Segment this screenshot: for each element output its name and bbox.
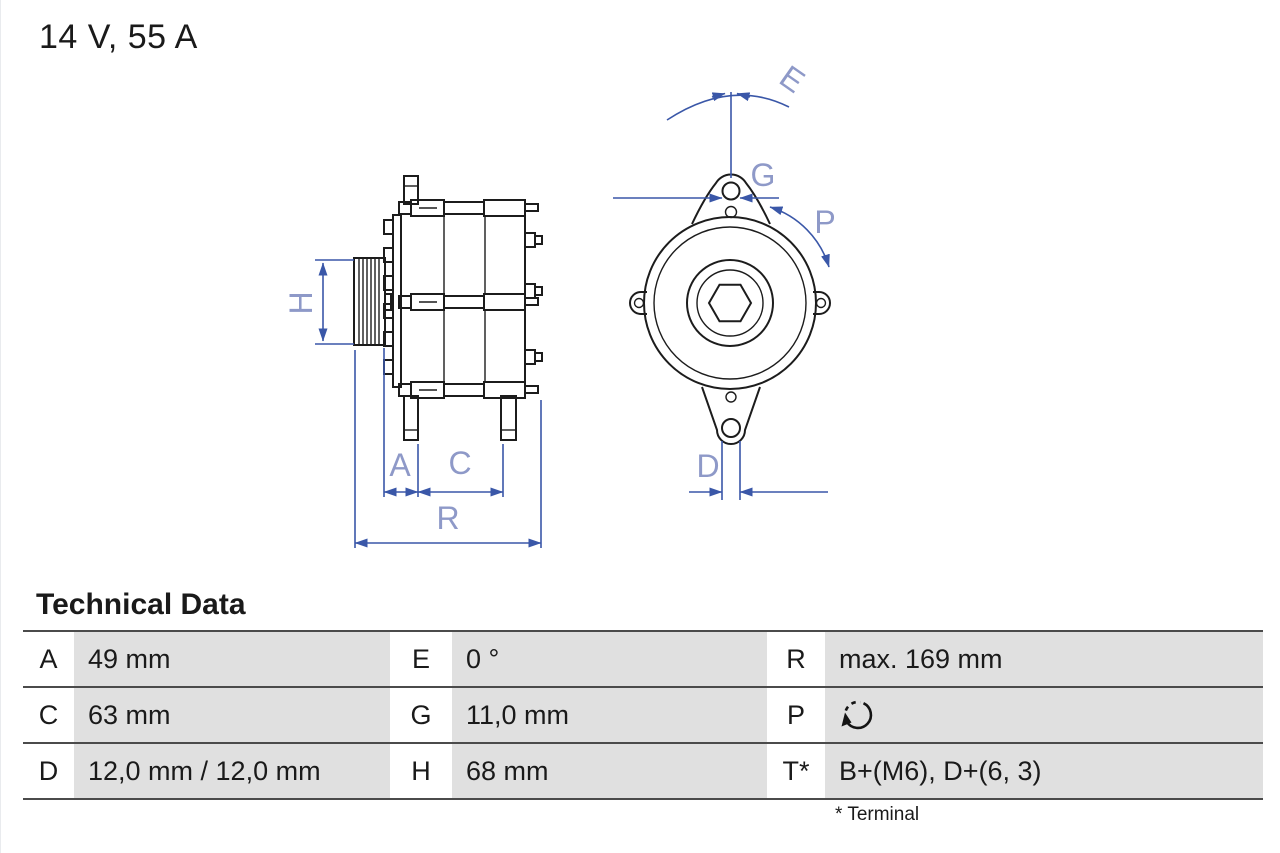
dim-value-R: max. 169 mm [825, 632, 1263, 686]
pulley [353, 257, 392, 346]
front-bracket-fins [383, 214, 402, 388]
side-view [353, 175, 543, 441]
dim-key-D: D [23, 744, 74, 798]
dim-key-C: C [23, 688, 74, 742]
page-title: 14 V, 55 A [39, 18, 198, 56]
dim-key-E: E [390, 632, 452, 686]
dim-label-P: P [814, 204, 835, 240]
housing [398, 199, 539, 399]
dim-label-E: E [773, 58, 811, 100]
alternator-technical-drawing: H A C R E G P D [283, 58, 836, 548]
dim-value-C: 63 mm [74, 688, 390, 742]
left-tab [629, 291, 647, 315]
dim-value-H: 68 mm [452, 744, 767, 798]
terminal-footnote: * Terminal [835, 804, 920, 825]
right-tab [813, 291, 831, 315]
dim-key-R: R [767, 632, 825, 686]
dim-label-H: H [283, 291, 319, 314]
mounting-lugs [403, 175, 517, 441]
dim-key-G: G [390, 688, 452, 742]
dim-value-D: 12,0 mm / 12,0 mm [74, 744, 390, 798]
dim-key-H: H [390, 744, 452, 798]
dim-value-T: B+(M6), D+(6, 3) [825, 744, 1263, 798]
bottom-ear [701, 386, 761, 445]
dimension-lines [315, 92, 830, 548]
dim-value-G: 11,0 mm [452, 688, 767, 742]
front-view [629, 173, 831, 445]
dim-label-D: D [696, 448, 719, 484]
table-row: D 12,0 mm / 12,0 mm H 68 mm T* B+(M6), D… [23, 742, 1263, 798]
dim-value-E: 0 ° [452, 632, 767, 686]
dim-label-R: R [436, 500, 459, 536]
technical-data-heading: Technical Data [36, 588, 246, 621]
dim-label-A: A [389, 447, 411, 483]
table-row: A 49 mm E 0 ° R max. 169 mm [23, 630, 1263, 686]
dim-key-A: A [23, 632, 74, 686]
rotation-direction-icon [841, 700, 873, 730]
shaft-hex-socket [707, 283, 753, 323]
dim-value-A: 49 mm [74, 632, 390, 686]
dim-key-P: P [767, 688, 825, 742]
dim-value-P [825, 688, 1263, 742]
rear-bolts [524, 232, 543, 365]
dim-label-C: C [448, 445, 471, 481]
table-row: C 63 mm G 11,0 mm P [23, 686, 1263, 742]
technical-data-table: A 49 mm E 0 ° R max. 169 mm C 63 mm G 11… [23, 630, 1263, 800]
dim-label-G: G [751, 157, 776, 193]
dim-key-T: T* [767, 744, 825, 798]
